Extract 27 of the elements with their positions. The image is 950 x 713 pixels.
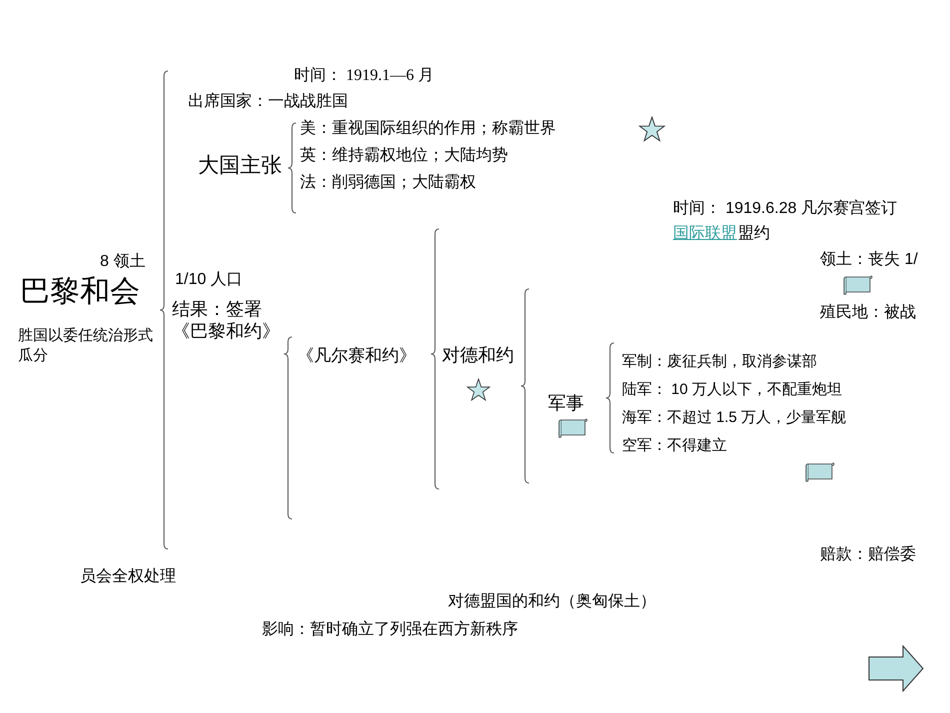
date-text: 时间： 1919.1—6 月 [294, 66, 434, 86]
note-text: 员会全权处理 [80, 566, 176, 587]
territory-text: 领土：丧失 1/ [820, 250, 918, 270]
branch-heading: 军事 [548, 392, 584, 415]
military-text: 陆军： 10 万人以下，不配重炮坦 [622, 380, 842, 400]
position-text: 英：维持霸权地位；大陆均势 [300, 146, 508, 166]
result-heading: 结果：签署《巴黎和约》 [172, 298, 281, 342]
military-text: 空军：不得建立 [622, 436, 727, 456]
note-text: 8 领土 [100, 252, 146, 272]
date-text: 时间： 1919.6.28 凡尔赛宫签订 [673, 198, 898, 219]
attendees-text: 出席国家：一战战胜国 [188, 92, 348, 112]
term-text: 盟约 [738, 224, 770, 244]
military-text: 军制：废征兵制，取消参谋部 [622, 352, 817, 372]
military-text: 海军：不超过 1.5 万人，少量军舰 [622, 408, 846, 428]
colony-text: 殖民地：被战 [820, 302, 916, 323]
branch-heading: 对德和约 [442, 344, 514, 367]
position-text: 法：削弱德国；大陆霸权 [300, 172, 476, 193]
treaty-title: 《凡尔赛和约》 [297, 345, 416, 367]
link: 国际联盟 [673, 224, 737, 244]
title: 巴黎和会 [20, 274, 140, 310]
note-text: 1/10 人口 [175, 270, 243, 290]
treaty-text: 对德盟国的和约（奥匈保土） [448, 592, 656, 612]
note-text: 胜国以委任统治形式瓜分 [18, 326, 154, 366]
topic-heading: 大国主张 [198, 152, 282, 179]
position-text: 美：重视国际组织的作用；称霸世界 [300, 118, 556, 139]
reparations-text: 赔款：赔偿委 [820, 544, 916, 565]
impact-text: 影响：暂时确立了列强在西方新秩序 [262, 620, 518, 640]
